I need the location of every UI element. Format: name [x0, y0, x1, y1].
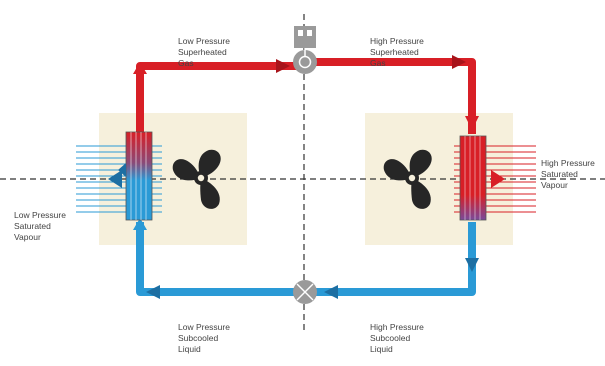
air-out-arrow-right — [491, 170, 505, 188]
flow-arrow-left-bottom2 — [146, 285, 160, 299]
hot-pipe-right — [310, 58, 476, 134]
flow-arrow-down-right2 — [465, 258, 479, 272]
flow-arrow-down-right — [465, 116, 479, 130]
compressor-icon — [293, 26, 317, 74]
refrigeration-cycle-diagram — [0, 14, 605, 330]
condenser-coil — [454, 135, 536, 221]
flow-arrow-left-bottom — [324, 285, 338, 299]
cold-pipe-left — [136, 222, 300, 296]
flow-arrow-up-left2 — [133, 218, 147, 230]
flow-arrow-up-left — [133, 62, 147, 74]
flow-arrow-right-top2 — [452, 55, 466, 69]
fan-icon — [172, 149, 221, 209]
flow-arrow-right-top — [276, 59, 290, 73]
fan-icon — [383, 149, 432, 209]
expansion-valve-icon — [293, 280, 317, 304]
cold-pipe-right — [310, 222, 476, 296]
condenser-panel — [365, 113, 513, 245]
evaporator-coil — [76, 131, 162, 221]
air-out-arrow-left — [108, 170, 122, 188]
